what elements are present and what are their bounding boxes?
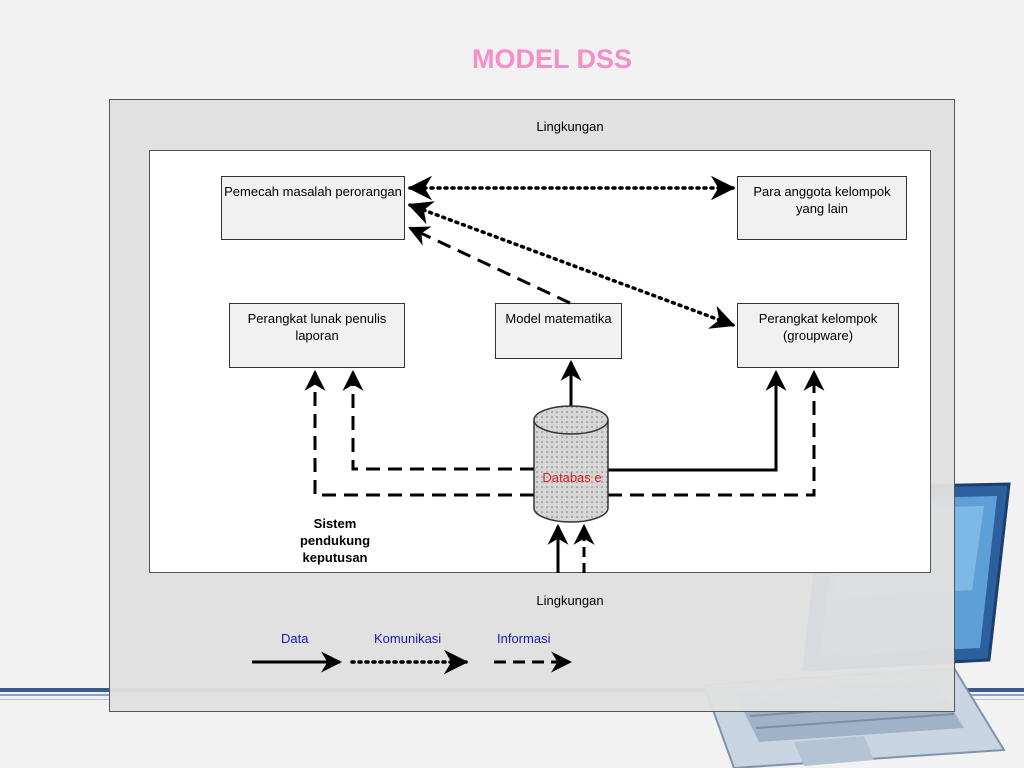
info-arrow-database-report-inner [342,369,534,471]
group-members-box: Para anggota kelompok yang lain [737,176,907,240]
database-label: Databas e [542,470,602,485]
legend-information-label: Informasi [497,631,551,646]
info-arrow-model-individual [408,226,571,305]
info-arrow-database-report-outer [304,369,534,497]
legend-data-label: Data [281,631,309,646]
database-cylinder-icon [533,405,609,523]
environment-label-top: Lingkungan [536,119,604,134]
individual-problem-solver-box: Pemecah masalah perorangan [221,176,405,240]
groupware-box: Perangkat kelompok (groupware) [737,303,899,368]
page-title: MODEL DSS [471,44,633,74]
info-arrow-database-groupware [608,369,825,497]
legend-communication-label: Komunikasi [374,631,442,646]
environment-label-bottom: Lingkungan [536,593,604,608]
report-writer-software-box: Perangkat lunak penulis laporan [229,303,405,368]
system-label: Sistem pendukung keputusan [299,516,371,565]
data-arrow-database-groupware [608,369,787,472]
comm-arrow-individual-groupware [407,201,736,329]
